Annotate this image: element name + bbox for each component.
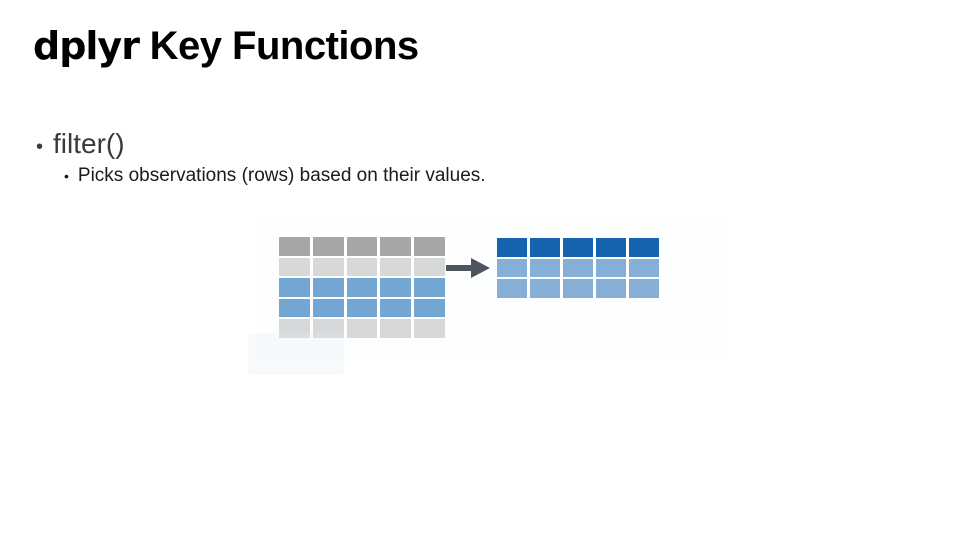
table-cell <box>629 238 659 257</box>
table-cell <box>414 319 445 338</box>
table-cell <box>629 279 659 298</box>
table-cell <box>279 298 310 318</box>
bullet-item-filter: • filter() <box>36 128 125 160</box>
title-brand: dplyr <box>33 24 140 68</box>
table-cell <box>346 298 378 318</box>
table-cell <box>380 278 412 297</box>
table-cell <box>312 298 344 318</box>
bullet-dot-icon: • <box>64 168 69 184</box>
table-cell <box>596 279 626 298</box>
faint-watermark <box>248 333 344 375</box>
table-cell <box>497 238 527 257</box>
table-cell <box>380 319 412 338</box>
table-cell <box>497 258 527 278</box>
bullet-text: Picks observations (rows) based on their… <box>77 165 486 186</box>
table-cell <box>563 238 593 257</box>
table-cell <box>279 278 310 297</box>
table-cell <box>346 237 378 256</box>
page-title: dplyr Key Functions <box>33 24 419 68</box>
table-cell <box>414 278 445 297</box>
unfiltered-table <box>279 237 445 338</box>
table-cell <box>279 257 310 277</box>
table-cell <box>312 257 344 277</box>
table-cell <box>629 258 659 278</box>
table-cell <box>414 257 445 277</box>
table-cell <box>380 257 412 277</box>
table-cell <box>563 279 593 298</box>
table-cell <box>346 257 378 277</box>
table-cell <box>279 319 310 338</box>
table-cell <box>596 238 626 257</box>
table-cell <box>530 238 560 257</box>
table-cell <box>414 298 445 318</box>
table-cell <box>530 279 560 298</box>
table-cell <box>563 258 593 278</box>
table-cell <box>414 237 445 256</box>
table-cell <box>312 237 344 256</box>
table-cell <box>530 258 560 278</box>
table-cell <box>312 278 344 297</box>
title-rest: Key Functions <box>138 24 420 68</box>
table-cell <box>497 279 527 298</box>
transform-arrow-icon <box>446 257 491 279</box>
filter-diagram <box>262 220 724 355</box>
right-arrow-glyph <box>446 258 490 278</box>
table-cell <box>346 278 378 297</box>
table-cell <box>380 298 412 318</box>
filtered-table <box>497 238 659 298</box>
table-cell <box>380 237 412 256</box>
table-cell <box>596 258 626 278</box>
bullet-dot-icon: • <box>36 136 44 158</box>
bullet-text: filter() <box>53 128 125 159</box>
bullet-item-description: • Picks observations (rows) based on the… <box>64 165 486 187</box>
table-cell <box>312 319 344 338</box>
table-cell <box>279 237 310 256</box>
table-cell <box>346 319 378 338</box>
